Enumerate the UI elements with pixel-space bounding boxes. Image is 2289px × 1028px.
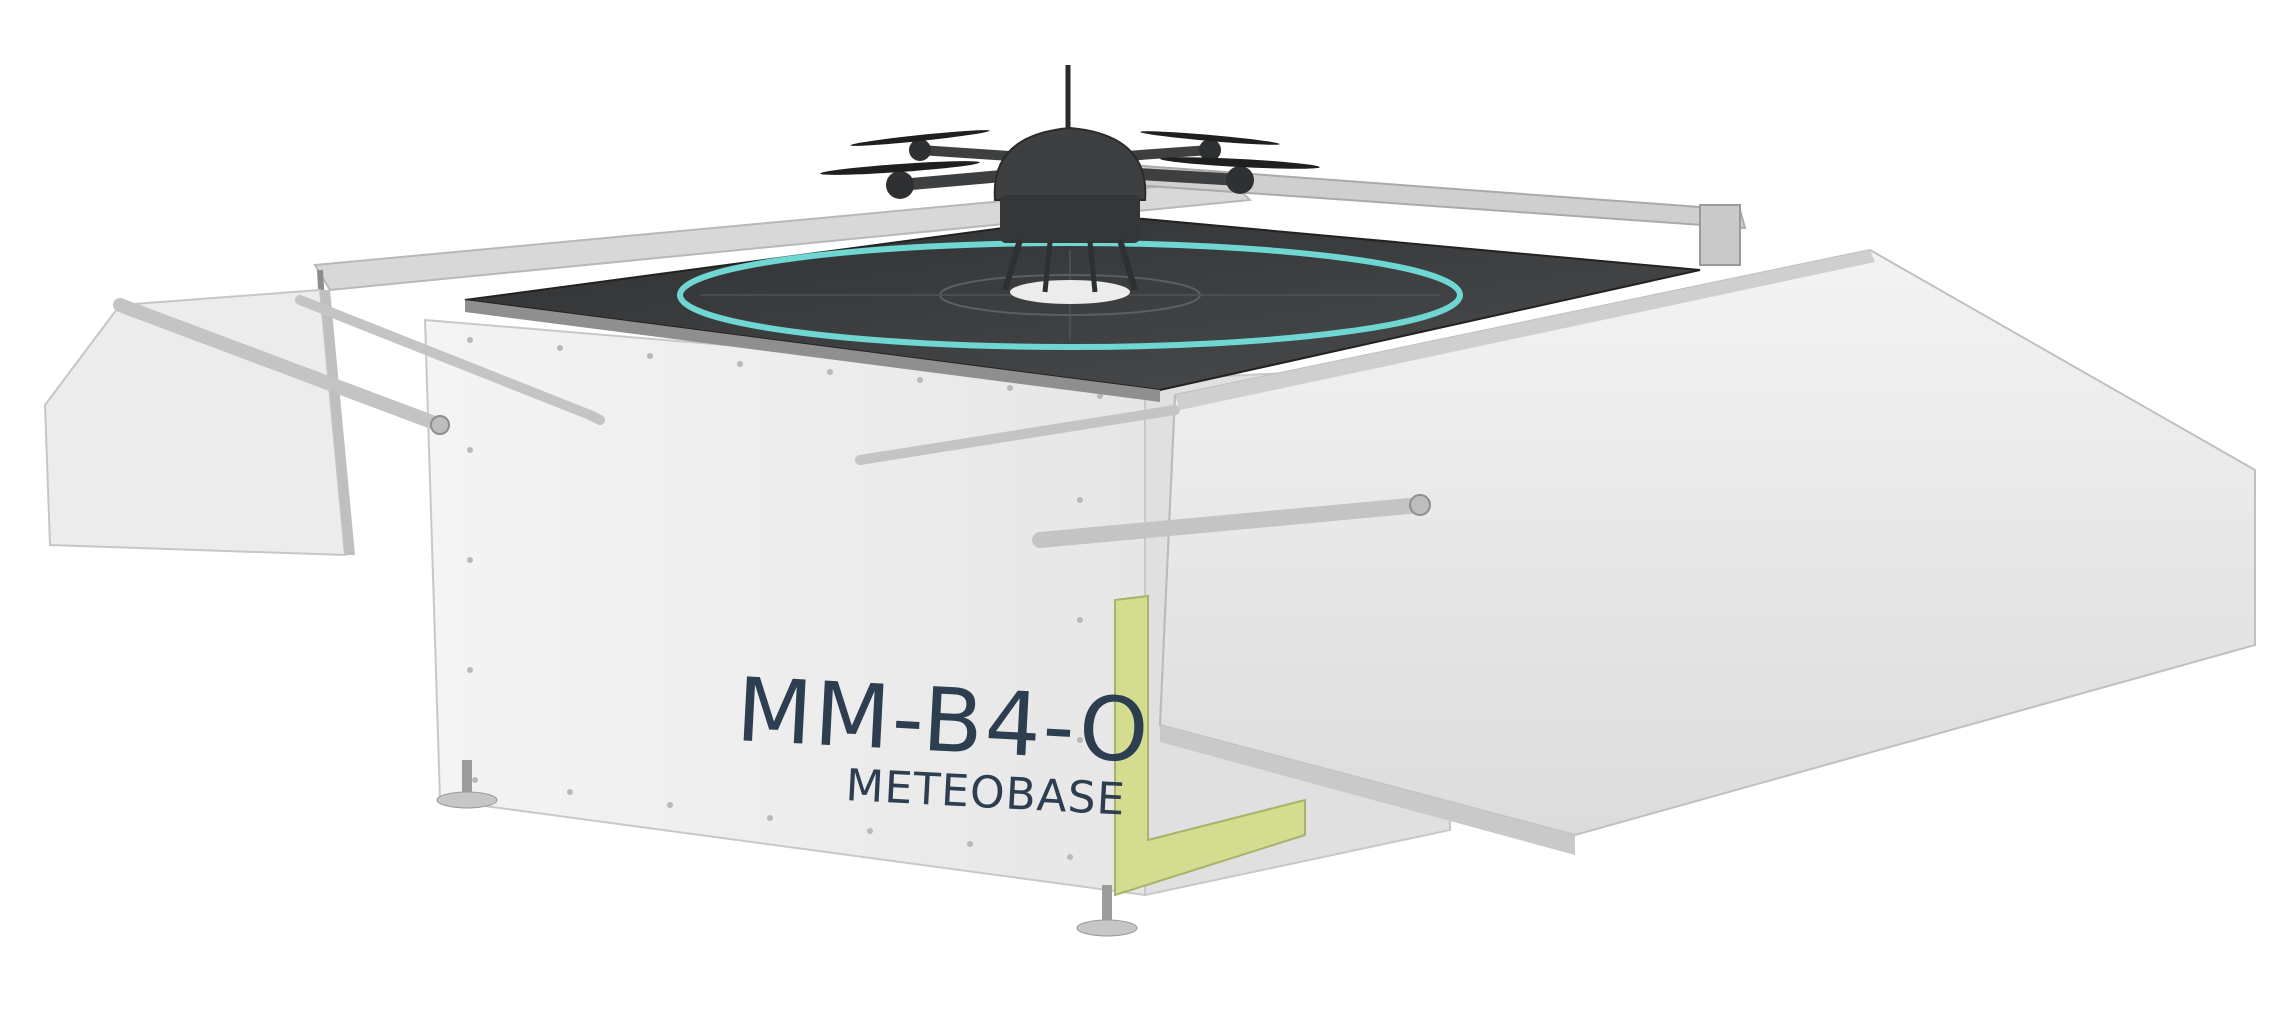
corner-plate (1114, 594, 1306, 897)
model-label: MM-B4-O (734, 658, 1153, 783)
right-lid-panel (1158, 248, 2256, 855)
landing-pad (464, 213, 1701, 402)
propellers (820, 130, 1320, 175)
rivet-row (467, 337, 1103, 860)
support-struts (113, 295, 1431, 548)
leveling-feet (436, 760, 1138, 937)
drone (820, 65, 1320, 293)
